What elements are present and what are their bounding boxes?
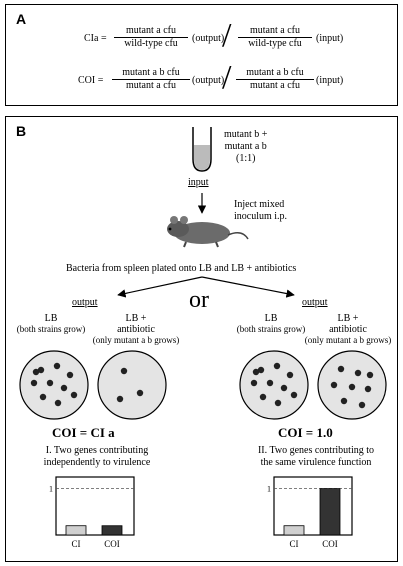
panel-a-label: A bbox=[16, 11, 27, 27]
bar-ci bbox=[283, 525, 305, 536]
coi-divider-slash: / bbox=[222, 59, 232, 96]
coi-input-tag: (input) bbox=[316, 75, 344, 86]
inject-text: Inject mixed inoculum i.p. bbox=[234, 199, 288, 222]
right-antibiotic-label: LB + antibiotic (only mutant a b grows) bbox=[304, 313, 392, 345]
left-result: COI = CI a bbox=[52, 425, 115, 440]
right-lb-plate bbox=[239, 350, 309, 420]
right-antibiotic-plate bbox=[317, 350, 387, 420]
ci-input-tag: (input) bbox=[316, 33, 344, 44]
right-lb-label: LB (both strains grow) bbox=[236, 313, 306, 334]
panel-b-label: B bbox=[16, 123, 27, 139]
ci-input-fraction: mutant a cfu wild-type cfu bbox=[238, 25, 312, 50]
bar-ci bbox=[65, 525, 87, 536]
coi-input-fraction: mutant a b cfu mutant a cfu bbox=[236, 67, 314, 92]
coi-output-tag: (output) bbox=[192, 75, 225, 86]
left-lb-plate bbox=[19, 350, 89, 420]
right-output-label: output bbox=[302, 297, 328, 308]
panel-a: A CIa = mutant a cfu wild-type cfu (outp… bbox=[5, 4, 398, 106]
spleen-text: Bacteria from spleen plated onto LB and … bbox=[66, 263, 297, 274]
y-tick-label: 1 bbox=[49, 485, 53, 494]
x-tick-label: CI bbox=[290, 539, 299, 549]
mouse-icon bbox=[167, 216, 249, 248]
arrow-left-branch bbox=[117, 276, 203, 298]
x-tick-label: CI bbox=[72, 539, 81, 549]
x-tick-label: COI bbox=[322, 539, 338, 549]
left-bar-chart: 1CI COI bbox=[49, 476, 135, 549]
ci-output-fraction: mutant a cfu wild-type cfu bbox=[114, 25, 188, 50]
ci-divider-slash: / bbox=[222, 17, 232, 54]
right-bar-chart: 1CI COI bbox=[267, 476, 353, 549]
right-result: COI = 1.0 bbox=[278, 425, 333, 440]
panel-b: B bbox=[5, 116, 398, 562]
bar-coi bbox=[319, 488, 341, 536]
ci-lhs: CIa = bbox=[84, 33, 107, 44]
test-tube-icon bbox=[192, 127, 212, 172]
left-lb-label: LB (both strains grow) bbox=[16, 313, 86, 334]
arrow-right-branch bbox=[201, 276, 295, 298]
left-output-label: output bbox=[72, 297, 98, 308]
ci-output-tag: (output) bbox=[192, 33, 225, 44]
right-description: II. Two genes contributing to the same v… bbox=[257, 445, 375, 468]
tube-label: mutant b + mutant a b (1:1) bbox=[224, 129, 268, 164]
x-tick-label: COI bbox=[104, 539, 120, 549]
left-antibiotic-plate bbox=[97, 350, 167, 420]
y-tick-label: 1 bbox=[267, 485, 271, 494]
input-label: input bbox=[188, 177, 209, 188]
left-description: I. Two genes contributing independently … bbox=[43, 445, 151, 468]
coi-lhs: COI = bbox=[78, 75, 104, 86]
coi-output-fraction: mutant a b cfu mutant a cfu bbox=[112, 67, 190, 92]
bar-coi bbox=[101, 525, 123, 536]
or-text: or bbox=[189, 287, 209, 313]
left-antibiotic-label: LB + antibiotic (only mutant a b grows) bbox=[92, 313, 180, 345]
panel-b-graphics: 1CI COI 1CI COI bbox=[19, 127, 387, 549]
